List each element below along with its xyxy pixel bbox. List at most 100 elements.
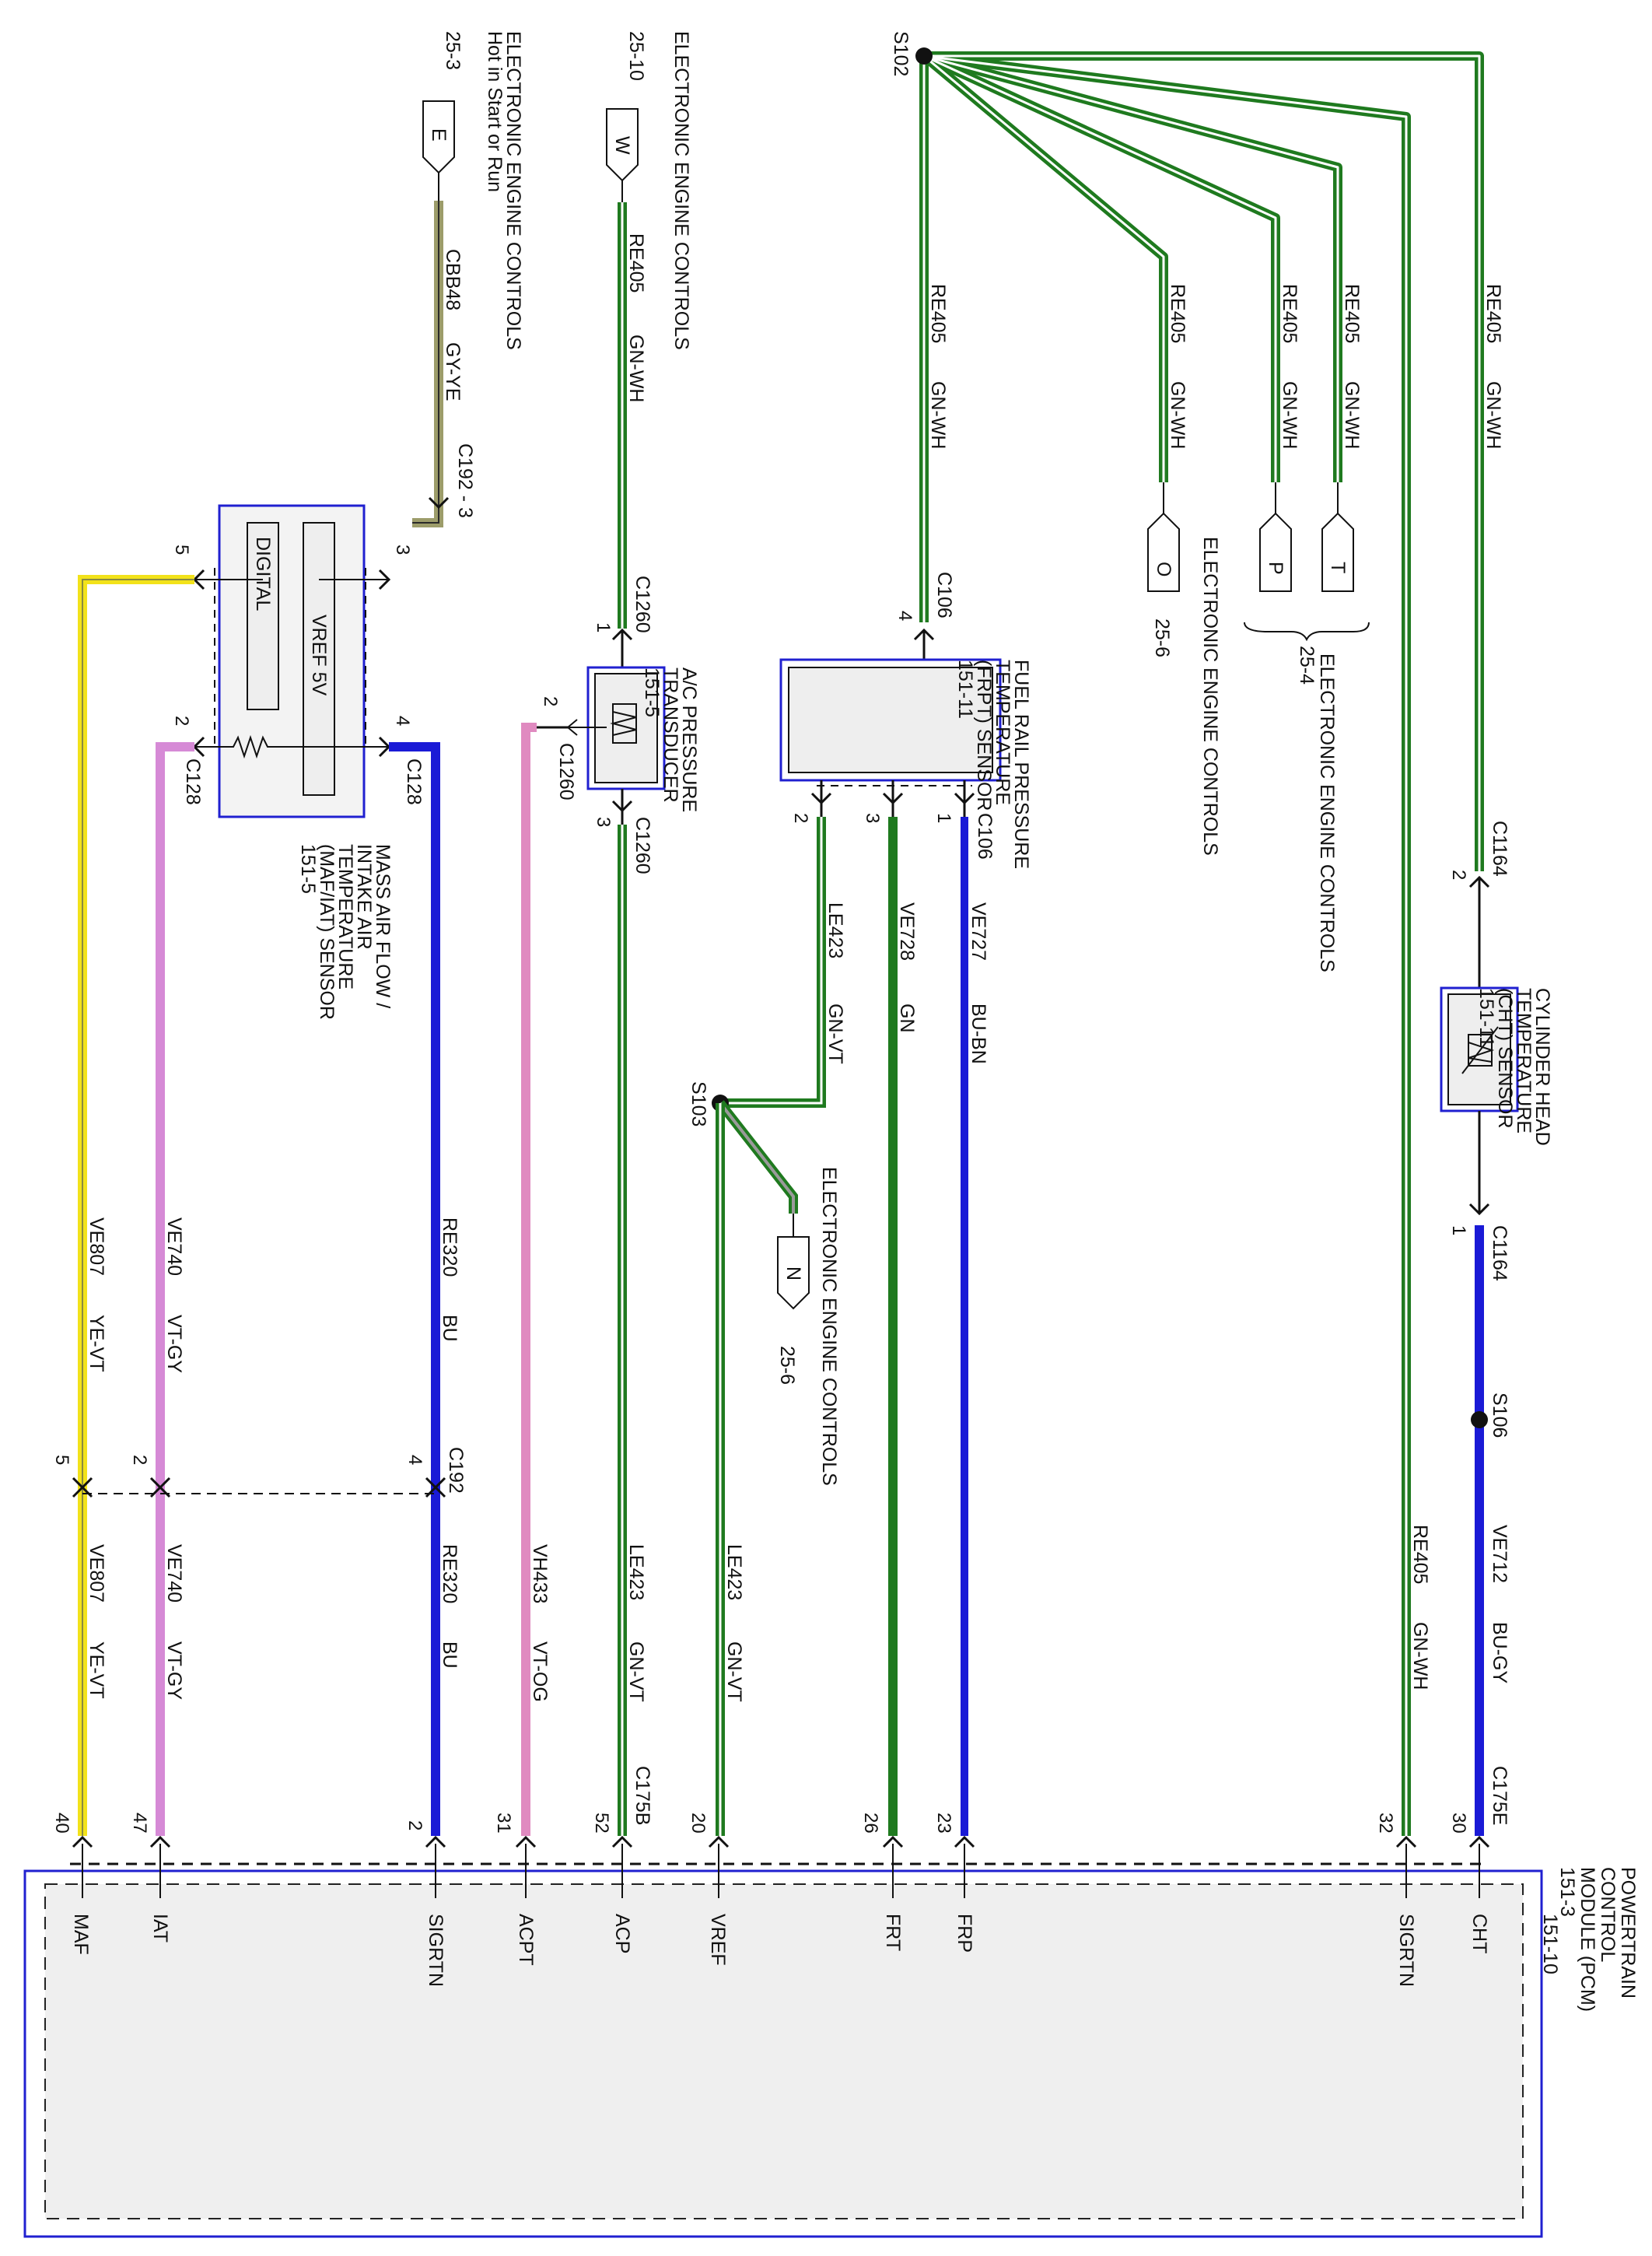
maf-pin-5: 5 xyxy=(171,545,192,555)
re405-labels: RE405 GN-WH RE405 GN-WH RE405 GN-WH RE40… xyxy=(927,284,1504,1690)
c1260-top-pin: 1 xyxy=(593,622,614,632)
svg-text:151-5: 151-5 xyxy=(641,667,663,717)
gn-label: GN xyxy=(896,1004,918,1033)
gnvt-label-frpt: GN-VT xyxy=(824,1004,846,1064)
pcm-label-line3: MODULE (PCM) xyxy=(1577,1867,1598,2012)
connector-o[interactable]: O xyxy=(1147,512,1180,592)
maf-label: MASS AIR FLOW / INTAKE AIR TEMPERATURE (… xyxy=(297,844,394,1020)
connector-w[interactable]: W xyxy=(606,108,639,182)
acpt-pin2-label: 2 xyxy=(540,696,561,706)
c192-pin-4: 4 xyxy=(404,1455,425,1465)
connector-n-letter: N xyxy=(782,1266,804,1280)
re320-label-top: RE320 xyxy=(439,1217,460,1277)
pin-31: 31 xyxy=(493,1813,514,1834)
pcm-signal-vref: VREF xyxy=(707,1914,729,1966)
s102-label: S102 xyxy=(890,31,912,76)
maf-pin-4: 4 xyxy=(392,716,413,726)
connector-o-letter: O xyxy=(1153,562,1174,576)
pcm-signal-sigrtn-top: SIGRTN xyxy=(1395,1914,1417,1987)
svg-text:A/C PRESSURE: A/C PRESSURE xyxy=(678,667,700,812)
connector-pt-ref: 25-4 xyxy=(1296,646,1318,685)
yevt-label-bottom: YE-VT xyxy=(86,1641,107,1699)
pin-20: 20 xyxy=(688,1813,709,1834)
acpt-c1260-side: C1260 xyxy=(555,743,577,800)
vtog-label: VT-OG xyxy=(529,1641,551,1702)
vtgy-label-top: VT-GY xyxy=(163,1315,185,1373)
pin-26: 26 xyxy=(860,1813,881,1834)
frpt-pin-1: 1 xyxy=(933,813,954,823)
pin-47: 47 xyxy=(129,1813,150,1834)
ve712-label: VE712 xyxy=(1489,1525,1510,1583)
digital-label: DIGITAL xyxy=(252,537,274,611)
pcm-inner-frame xyxy=(44,1883,1524,2219)
c1164-bottom-arrow xyxy=(1468,1203,1490,1216)
pcm-ref1: 151-3 xyxy=(1556,1867,1578,1917)
connector-e[interactable]: E xyxy=(422,100,455,174)
pcm-signal-frt: FRT xyxy=(882,1914,904,1951)
re405-wire-1188: RE405 xyxy=(927,284,949,343)
c192-label: C192 xyxy=(445,1447,467,1494)
connector-n-ref: 25-6 xyxy=(776,1346,798,1385)
ve807-label-bottom: VE807 xyxy=(86,1544,107,1603)
svg-text:(FRPT) SENSOR: (FRPT) SENSOR xyxy=(973,660,995,811)
c1164-top-pin: 2 xyxy=(1448,870,1469,880)
connector-p[interactable]: P xyxy=(1259,512,1292,592)
pin-40: 40 xyxy=(51,1813,72,1834)
pcm-signal-acpt: ACPT xyxy=(515,1914,537,1966)
gyye-label: GY-YE xyxy=(442,342,464,401)
frpt-pins xyxy=(810,780,975,817)
c175e-label: C175E xyxy=(1489,1766,1510,1825)
le423-label-acp: LE423 xyxy=(625,1544,647,1600)
pcm-signal-frp: FRP xyxy=(954,1914,975,1953)
pcm-signal-labels: CHT SIGRTN FRP FRT VREF ACP ACPT SIGRTN … xyxy=(70,1914,1490,1987)
c1164-top-pins xyxy=(1468,875,1490,988)
svg-text:TEMPERATURE: TEMPERATURE xyxy=(334,844,356,990)
connector-w-desc: ELECTRONIC ENGINE CONTROLS xyxy=(670,31,692,350)
re405-wire-1640: RE405 xyxy=(1279,284,1300,343)
connector-o-desc: ELECTRONIC ENGINE CONTROLS xyxy=(1199,537,1221,856)
pin-32: 32 xyxy=(1375,1813,1396,1834)
connector-n[interactable]: N xyxy=(777,1236,810,1310)
connector-t-letter: T xyxy=(1327,562,1349,573)
c192-arrows xyxy=(72,1477,446,1498)
maf-internal-lines xyxy=(194,579,389,759)
connector-pt-desc: ELECTRONIC ENGINE CONTROLS xyxy=(1316,653,1338,972)
s102-fan-wires xyxy=(919,51,1484,1836)
acpt-label: A/C PRESSURE TRANSDUCER 151-5 xyxy=(641,667,700,812)
connector-e-letter: E xyxy=(428,128,450,142)
c1164-bottom-pin: 1 xyxy=(1448,1225,1469,1235)
digital-block xyxy=(247,522,279,710)
re320-label-bottom: RE320 xyxy=(439,1544,460,1603)
gnwh-wire-1808: GN-WH xyxy=(1409,1622,1431,1690)
connector-e-ref: 25-3 xyxy=(442,31,464,70)
connector-t[interactable]: T xyxy=(1321,512,1354,592)
connector-w-letter: W xyxy=(611,136,633,155)
re405-wire-1808: RE405 xyxy=(1409,1525,1431,1584)
bu-label-bottom: BU xyxy=(439,1641,460,1669)
connector-p-letter: P xyxy=(1265,562,1286,575)
gnwh-label-w: GN-WH xyxy=(625,335,647,402)
pcm-pins xyxy=(82,1844,1480,1898)
ve727-label: VE727 xyxy=(968,902,989,961)
wire-vh433 xyxy=(521,723,537,1836)
vh433-label: VH433 xyxy=(529,1544,551,1603)
gnwh-wire-1188: GN-WH xyxy=(927,381,949,449)
bugy-label: BU-GY xyxy=(1489,1622,1510,1684)
maf-pin-2: 2 xyxy=(171,716,192,726)
c175b-label: C175B xyxy=(632,1766,653,1825)
bu-label-top: BU xyxy=(439,1315,460,1342)
vref-5v-label: VREF 5V xyxy=(308,615,330,696)
maf-sensor-frame[interactable] xyxy=(218,504,366,818)
yevt-label-top: YE-VT xyxy=(86,1315,107,1372)
c1260-bottom-label: C1260 xyxy=(632,817,653,874)
c106-bottom-label: C106 xyxy=(974,813,996,860)
pcm-signal-maf: MAF xyxy=(70,1914,92,1955)
pcm-pin-arrows xyxy=(72,1835,1490,1848)
connector-n-desc: ELECTRONIC ENGINE CONTROLS xyxy=(818,1167,840,1486)
pcm-signal-iat: IAT xyxy=(149,1914,171,1942)
bubn-label: BU-BN xyxy=(968,1004,989,1064)
frpt-label: FUEL RAIL PRESSURE TEMPERATURE (FRPT) SE… xyxy=(954,660,1032,869)
pin-2-pcm: 2 xyxy=(404,1820,425,1830)
frpt-sensor-body xyxy=(788,667,993,773)
